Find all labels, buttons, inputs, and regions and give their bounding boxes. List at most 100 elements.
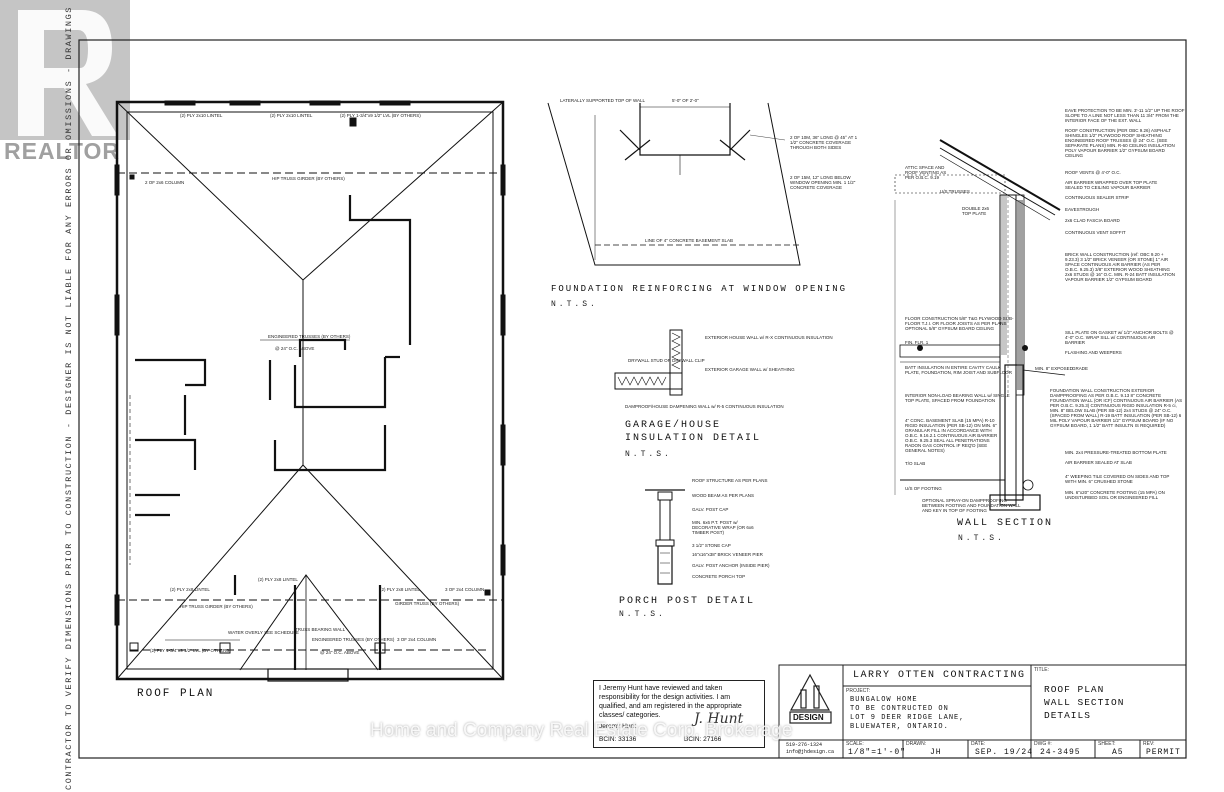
signature: J. Hunt [694,711,744,727]
porch-brick-label: 16"x16"x38" BRICK VENEER PIER [692,552,763,557]
bcin-2: BCIN: 27166 [684,736,722,743]
footing-bottom-label: U/S OF FOOTING [905,486,942,491]
brick-wall-label: BRICK WALL CONSTRUCTION (ref: OBC 9.20 +… [1065,252,1175,282]
oc-above-label: @ 24" O.C. ABOVE [275,346,315,351]
project-line-3: LOT 9 DEER RIDGE LANE, [850,714,965,722]
water-overlay-label: WATER OVERLY SEE SCHEDULE [228,630,299,635]
dwg-value: 24-3495 [1040,748,1081,757]
realtor-r-icon [18,10,118,136]
title-line-1: ROOF PLAN [1044,684,1105,695]
garage-drawing [614,329,683,396]
rebar-label-2: 2 OF 15M, 12" LONG BELOW WINDOW OPENING … [790,175,856,190]
fascia-label: 2x6 CLAD FASCIA BOARD [1065,218,1120,223]
drywall-label: DRYWALL STUD OR DRYWALL CLIP [628,358,705,363]
sealer-label: CONTINUOUS SEALER STRIP [1065,195,1129,200]
lintel-label-2: (2) PLY 2x10 LINTEL [270,113,313,118]
slab-construction-label: 4" CONC. BASEMENT SLAB (15 MPA) R-10 RIG… [905,418,998,453]
porch-roof-label: ROOF STRUCTURE AS PER PLANS [692,478,768,483]
company-name: LARRY OTTEN CONTRACTING [853,670,1026,681]
phone: 519-276-1324 [786,742,823,748]
title-label: TITLE: [1034,667,1050,673]
hip-girder-bottom-label: HIP TRUSS GIRDER (BY OTHERS) [180,604,253,609]
garage-title-2: INSULATION DETAIL [625,433,762,444]
lvl-label-top: (2) PLY 1-3/4"x9 1/2" LVL (BY OTHERS) [340,113,421,118]
batt-label: BATT INSULATION IN ENTIRE CAVITY CAULK P… [905,365,1013,375]
title-line-2: WALL SECTION [1044,697,1125,708]
scale-label: SCALE: [846,741,864,747]
column-small-label: 3 OF 2x4 COLUMN [397,637,437,642]
fin-flr-label: FIN. FLR. 1 [905,340,929,345]
air-barrier-label: AIR BARRIER WRAPPED OVER TOP PLATE SEALE… [1065,180,1158,190]
porch-post-label: MIN. 6x6 P.T. POST w/ DECORATIVE WRAP (O… [692,520,754,535]
date-label: DATE: [971,741,986,747]
lvl-bottom-label: (2) PLY 1-3/4"x9 1/2" LVL (BY OTHERS) [150,648,231,653]
statement-name: Jeremy Hunt [599,723,636,730]
rev-value: PERMIT [1146,748,1181,757]
garage-title-1: GARAGE/HOUSE [625,420,722,431]
laterally-label: LATERALLY SUPPORTED TOP OF WALL [560,98,646,103]
sill-label: SILL PLATE ON GASKET w/ 1/2" ANCHOR BOLT… [1065,330,1174,345]
design-logo-icon [789,673,832,724]
porch-beam-label: WOOD BEAM AS PER PLANS [692,493,755,498]
eng-trusses-label: ENGINEERED TRUSSES (BY OTHERS) [268,334,351,339]
attic-label: ATTIC SPACE AND ROOF VENTING AS PER O.B.… [905,165,947,180]
interior-wall-label: INTERIOR NON-LOAD BEARING WALL w/ SINGLE… [905,393,1010,403]
roof-plan-title: ROOF PLAN [137,688,215,700]
lintel-label-1: (2) PLY 2x10 LINTEL [180,113,223,118]
porch-nts: N.T.S. [619,610,666,619]
footing-label: MIN. 6"x20" CONCRETE FOOTING (15 MPA) ON… [1065,490,1165,500]
wall-section-drawing [894,139,1066,511]
ext-wall-label: EXTERIOR HOUSE WALL w/ R-X CONTINUOUS IN… [705,335,833,340]
eng-trusses-label-2: ENGINEERED TRUSSES (BY OTHERS) [312,637,395,642]
foundation-nts: N.T.S. [551,300,598,309]
project-label: PROJECT: [846,688,871,694]
foundation-wall-label: FOUNDATION WALL CONSTRUCTION EXTERIOR DA… [1050,388,1183,428]
slab-label: LINE OF 4" CONCRETE BASEMENT SLAB [645,238,734,243]
realtor-logo [0,0,130,140]
drawn-label: DRAWN: [906,741,927,747]
girder-truss-label: GIRDER TRUSS (BY OTHERS) [395,601,460,606]
grade-label: GRADE [1072,366,1089,371]
weeping-label: 4" WEEPING TILE COVERED ON SIDES AND TOP… [1065,474,1170,484]
eavestrough-label: EAVESTROUGH [1065,207,1100,212]
bottom-plate-label: MIN. 2x4 PRESSURE-TREATED BOTTOM PLATE [1065,450,1167,455]
sheet-label: SHEET: [1098,741,1116,747]
column-right-label: 3 OF 2x4 COLUMN [445,587,485,592]
bcin-1: BCIN: 33136 [599,736,637,743]
roof-plan-drawing [114,100,506,682]
garage-nts: N.T.S. [625,450,672,459]
foundation-title: FOUNDATION REINFORCING AT WINDOW OPENING [551,284,848,294]
realtor-logo-text: REALTOR [4,138,121,164]
porch-top-label: CONCRETE PORCH TOP [692,574,746,579]
porch-anchor-label: GALV. POST ANCHOR (INSIDE PIER) [692,563,770,568]
lintel-bottom-2: (2) PLY 2x8 LINTEL [258,577,298,582]
roof-construction-label: ROOF CONSTRUCTION (PER OBC 9.26) ASPHALT… [1065,128,1175,158]
floor-construction-label: FLOOR CONSTRUCTION 5/8" T&G PLYWOOD SUB-… [905,316,1014,331]
optional-label: OPTIONAL SPRAY-ON DAMPPROOFING BETWEEN F… [922,498,1021,513]
damp-label: DAMPROOF/HOUSE DAMPENING WALL w/ R-5 CON… [625,404,784,409]
email: info@jhdesign.ca [786,749,835,755]
rev-label: REV: [1143,741,1155,747]
project-line-4: BLUEWATER, ONTARIO. [850,723,949,731]
scale-value: 1/8"=1'-0" [848,748,907,757]
statement-text: I Jeremy Hunt have reviewed and taken re… [599,685,742,719]
dwg-label: DWG #: [1034,741,1052,747]
flashing-label: FLASHING AND WEEPERS [1065,350,1122,355]
porch-title: PORCH POST DETAIL [619,596,756,607]
lintel-bottom-3: (2) PLY 2x8 LINTEL [380,587,420,592]
exposed-label: MIN. 8" EXPOSED [1035,366,1073,371]
oc-above-label-2: @ 24" O.C. ABOVE [320,650,360,655]
garage-wall-label: EXTERIOR GARAGE WALL w/ SHEATHING [705,367,795,372]
top-slab-label: T/O SLAB [905,461,926,466]
sheet-value: A5 [1112,748,1124,757]
lintel-bottom-1: (2) PLY 2x8 LINTEL [170,587,210,592]
porch-drawing [645,489,685,585]
eave-label: EAVE PROTECTION TO BE MIN. 3'-11 1/2" UP… [1065,108,1185,123]
wall-section-title: WALL SECTION [957,518,1054,529]
sealed-label: AIR BARRIER SEALED AT SLAB [1065,460,1132,465]
project-line-2: TO BE CONTRUCTED ON [850,705,949,713]
title-line-3: DETAILS [1044,710,1091,721]
column-left-label: 2 OF 2x6 COLUMN [145,180,185,185]
